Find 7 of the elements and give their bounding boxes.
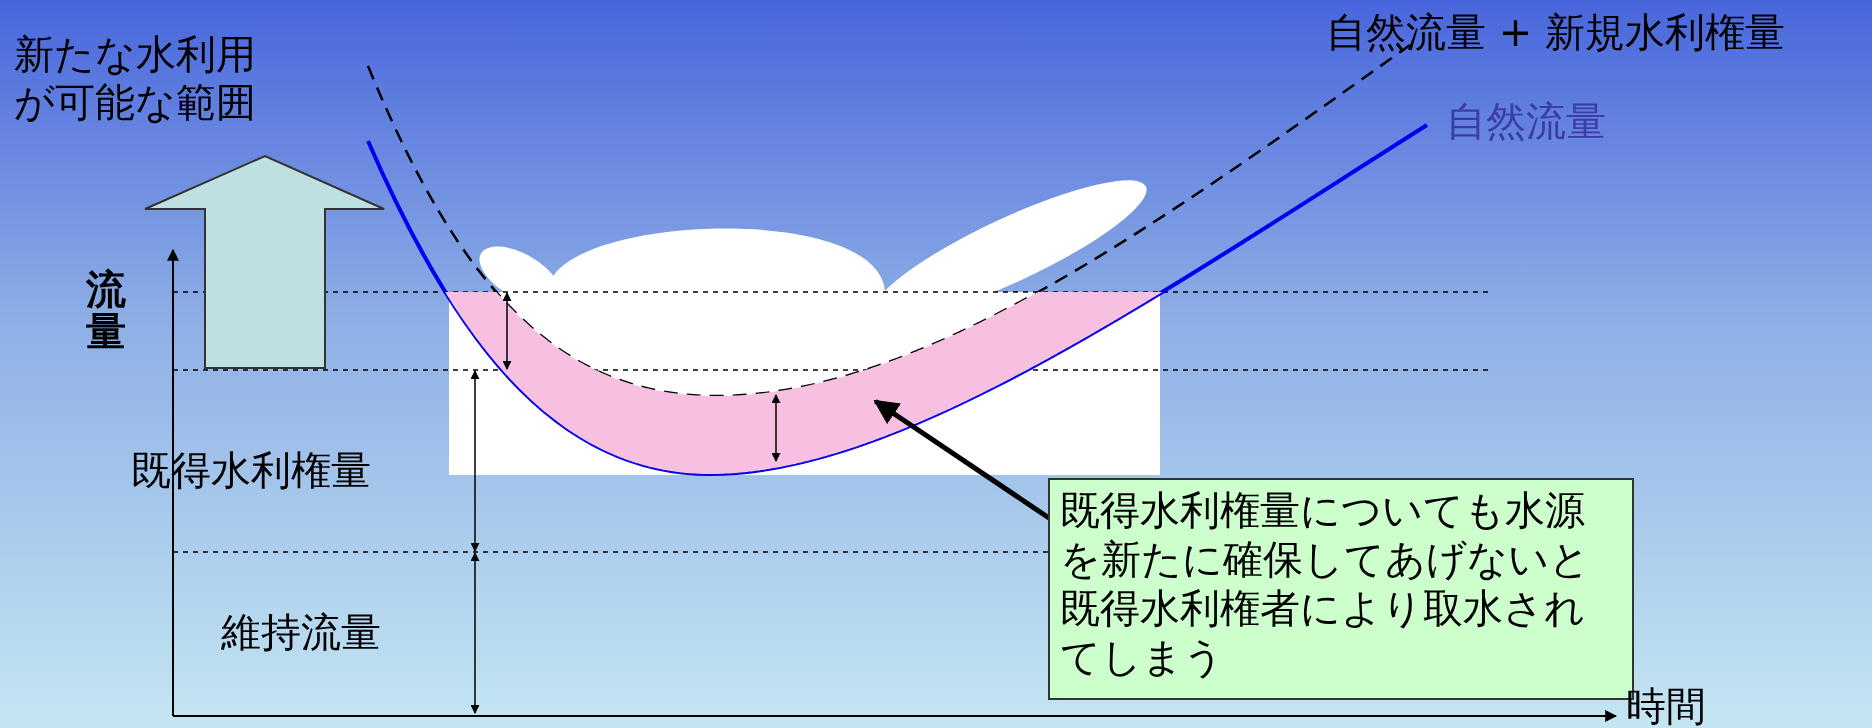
quantity-label: 維持流量 (221, 608, 381, 656)
curve-label: 自然流量 (1446, 97, 1606, 145)
curve-label: 自然流量 + 新規水利権量 (1326, 8, 1785, 56)
callout-text: 既得水利権量についても水源を新たに確保してあげないと既得水利権者により取水されてしまう (1060, 487, 1590, 680)
axis-label: 時間 (1626, 682, 1706, 728)
axis-label: 流量 (86, 268, 127, 352)
range-label: 新たな水利用が可能な範囲 (14, 30, 257, 126)
